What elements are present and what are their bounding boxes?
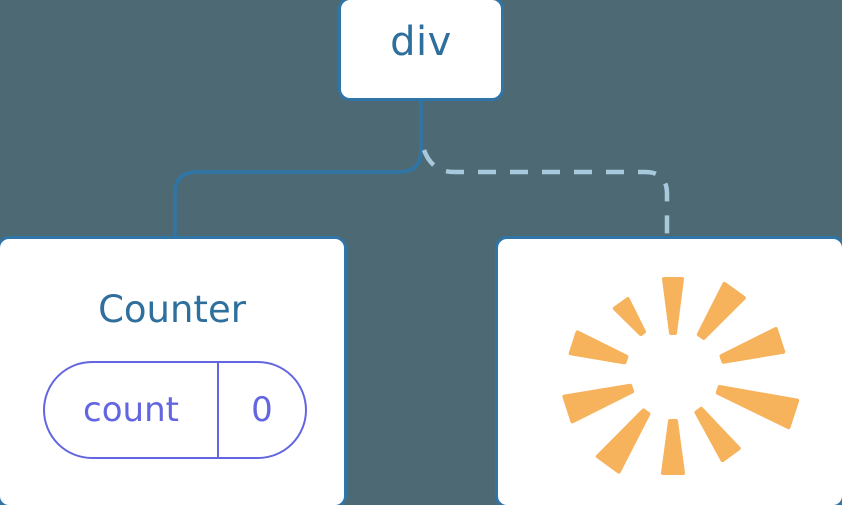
sparkle-ray-8 <box>568 330 629 365</box>
sparkle-burst-icon <box>562 277 800 475</box>
prop-pill-count[interactable]: count 0 <box>43 361 307 459</box>
node-sparkle[interactable] <box>495 236 842 505</box>
sparkle-ray-9 <box>612 297 647 337</box>
prop-key-label: count <box>45 363 219 457</box>
edge-root-to-sparkle <box>421 149 670 240</box>
prop-value-label: 0 <box>251 390 273 430</box>
edge-root-to-counter <box>173 99 423 242</box>
sparkle-ray-1 <box>696 281 746 340</box>
sparkle-ray-7 <box>562 383 635 424</box>
node-counter-label: Counter <box>98 288 246 331</box>
sparkle-ray-4 <box>694 406 741 463</box>
node-div[interactable]: div <box>338 0 504 101</box>
node-div-label: div <box>390 19 452 65</box>
sparkle-ray-6 <box>595 408 651 474</box>
sparkle-ray-3 <box>715 384 800 430</box>
node-counter[interactable]: Counter count 0 <box>0 236 347 505</box>
sparkle-ray-5 <box>661 419 685 475</box>
sparkle-ray-2 <box>719 326 786 364</box>
sparkle-ray-0 <box>662 277 684 335</box>
